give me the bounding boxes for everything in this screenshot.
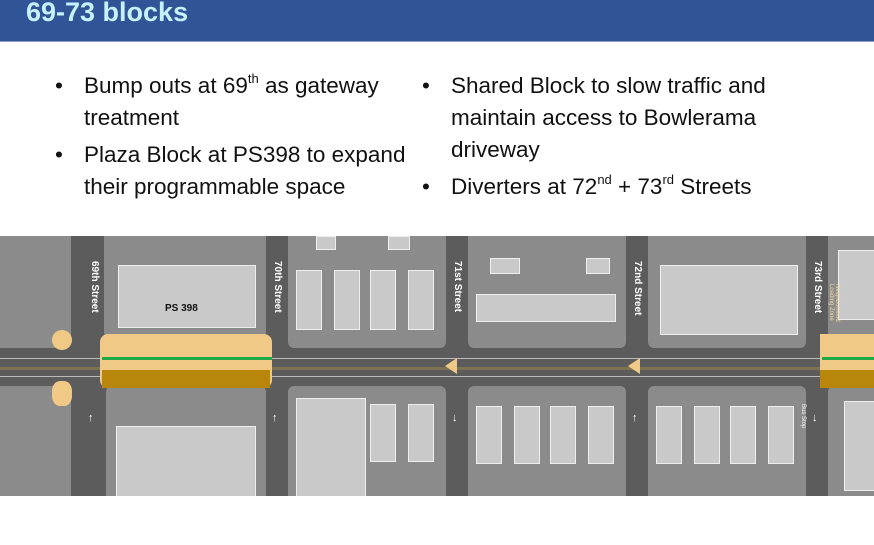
arrow-down-icon: ↓ — [812, 412, 818, 424]
shared-zone — [102, 370, 270, 388]
left-bullets: Bump outs at 69th as gateway treatment P… — [55, 70, 415, 208]
slide-title: 69-73 blocks — [26, 0, 189, 27]
street-label-72nd: 72nd Street — [632, 261, 643, 316]
diverter-72nd — [628, 358, 640, 374]
bullet-shared-block: Shared Block to slow traffic and maintai… — [422, 70, 792, 166]
slide-header: 69-73 blocks — [0, 0, 874, 42]
bullet-bump-outs: Bump outs at 69th as gateway treatment — [55, 70, 415, 134]
street-label-71st: 71st Street — [452, 261, 463, 313]
right-bullets: Shared Block to slow traffic and maintai… — [422, 70, 792, 208]
arrow-down-icon: ↓ — [452, 412, 458, 424]
street-label-73rd: 73rd Street — [812, 261, 823, 314]
bike-lane — [102, 357, 272, 360]
loading-zone-label: Neighborhood Loading Zone — [828, 284, 840, 322]
bus-stop-label: Bus Stop — [800, 404, 806, 429]
bullet-plaza-block: Plaza Block at PS398 to expand their pro… — [55, 139, 415, 203]
street-label-69th: 69th Street — [89, 261, 100, 313]
street-map: 69th Street 70th Street 71st Street 72nd… — [0, 236, 874, 496]
street-label-70th: 70th Street — [272, 261, 283, 313]
arrow-up-icon: ↑ — [272, 412, 278, 424]
diverter-71st — [445, 358, 457, 374]
bullet-diverters: Diverters at 72nd + 73rd Streets — [422, 171, 792, 203]
arrow-up-icon: ↑ — [632, 412, 638, 424]
arrow-up-icon: ↑ — [88, 412, 94, 424]
school-label: PS 398 — [165, 303, 198, 314]
